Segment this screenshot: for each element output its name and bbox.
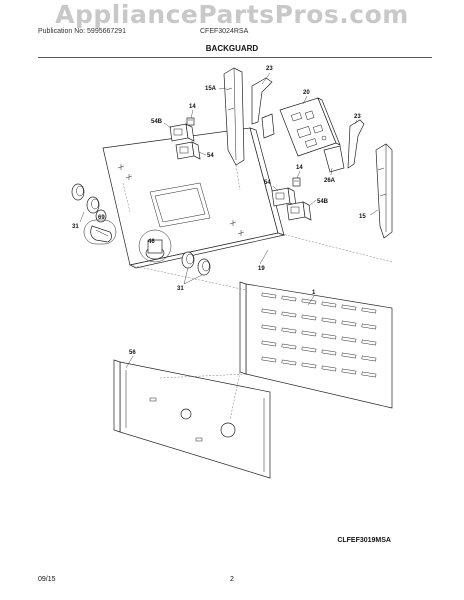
callout-54-upper: 54 [207,153,214,159]
callout-69: 69 [98,215,105,221]
small-clip-14-upper [186,117,195,126]
louver-slots [261,292,377,378]
callout-56: 56 [129,350,136,356]
drawing-code: CLFEF3019MSA [337,537,391,544]
knob-31-left-b [86,196,100,214]
rear-panel-louvered [239,281,393,409]
callout-20: 20 [303,90,310,96]
leader-lines [79,72,379,369]
section-title: BACKGUARD [205,44,259,53]
callout-14-upper: 14 [189,104,196,110]
callout-54-mid: 54 [264,180,271,186]
switch-mid-54b [286,201,312,221]
callout-26a: 26A [324,178,336,184]
trim-bracket-23-right [347,119,365,169]
callout-54b-upper: 54B [151,119,163,125]
alignment-lines [122,164,393,421]
trim-bracket-23-upper [251,77,273,125]
switch-upper-54b [169,123,195,142]
knob-31-left-c [95,209,107,223]
knob-31-left-a [71,183,85,201]
callout-15: 15 [359,214,366,220]
callout-31-left: 31 [72,224,79,230]
switch-upper-54 [175,141,201,160]
callout-1: 1 [312,290,316,296]
callout-23-right: 23 [354,114,361,120]
callout-31-bottom: 31 [177,286,184,292]
model-number: CFEF3024RSA [200,28,249,35]
callout-19: 19 [258,266,265,272]
header-rule [38,57,432,58]
callout-15a: 15A [205,86,217,92]
back-panel-56 [113,359,271,479]
end-cap-15a [223,67,245,166]
publication-number: Publication No: 5995667291 [38,28,126,35]
callout-46: 46 [148,239,155,245]
switch-mid-54 [271,187,297,207]
board-bracket-26a [261,113,345,173]
callout-14-mid: 14 [296,165,303,171]
page-number: 2 [230,576,234,583]
small-clip-14-mid [292,177,301,187]
callout-54b-mid: 54B [317,199,329,205]
callout-23-upper: 23 [266,66,273,72]
knob-69-inset [83,219,117,245]
end-cap-15 [375,143,393,239]
knob-31-bottom-b [197,258,211,276]
control-board-20 [279,97,341,157]
knob-46-inset [138,229,172,263]
footer-date: 09/15 [38,576,56,583]
knob-31-bottom-a [181,251,195,269]
watermark: AppliancePartsPros.com [55,0,409,29]
